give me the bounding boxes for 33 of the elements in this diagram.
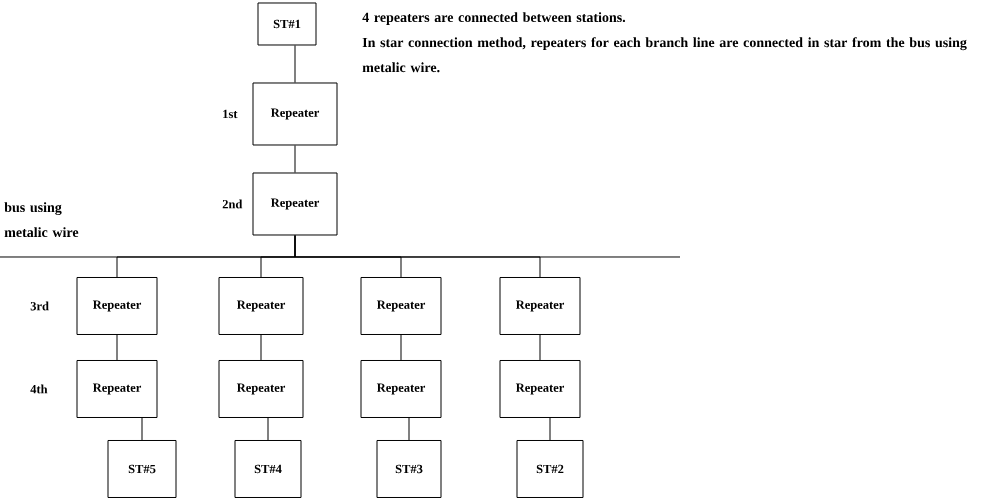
station-box: ST#4 — [234, 440, 302, 498]
station-box: ST#5 — [107, 440, 177, 498]
repeater-box: Repeater — [218, 277, 304, 335]
station-box: ST#2 — [516, 440, 584, 498]
connector-line — [294, 45, 296, 83]
repeater-box: Repeater — [360, 277, 442, 335]
order-label: 1st — [223, 109, 238, 119]
repeater-box: Repeater — [252, 82, 338, 146]
repeater-box: Repeater — [252, 172, 338, 236]
station-box: ST#1 — [257, 2, 317, 46]
repeater-box: Repeater — [499, 277, 581, 335]
connector-line — [294, 235, 541, 278]
connector-line — [400, 334, 402, 361]
order-label: 2nd — [222, 199, 243, 209]
bus-label: bus using metalic wire — [4, 202, 79, 238]
station-box: ST#3 — [376, 440, 442, 498]
connector-line — [408, 417, 410, 441]
connector-line — [267, 417, 269, 441]
connector-line — [260, 334, 262, 361]
connector-line — [141, 417, 143, 441]
repeater-box: Repeater — [76, 277, 158, 335]
note-text: 4 repeaters are connected between stations. — [362, 12, 626, 25]
repeater-box: Repeater — [218, 360, 304, 418]
repeater-box: Repeater — [76, 360, 158, 418]
note-text: In star connection method, repeaters for each branch line are connected in star from the bus using metalic wire. — [362, 37, 967, 73]
order-label: 3rd — [30, 301, 49, 311]
repeater-box: Repeater — [499, 360, 581, 418]
connector-line — [549, 417, 551, 441]
connector-line — [116, 334, 118, 361]
order-label: 4th — [30, 384, 48, 394]
repeater-box: Repeater — [360, 360, 442, 418]
connector-line — [539, 334, 541, 361]
connector-line — [294, 145, 296, 173]
